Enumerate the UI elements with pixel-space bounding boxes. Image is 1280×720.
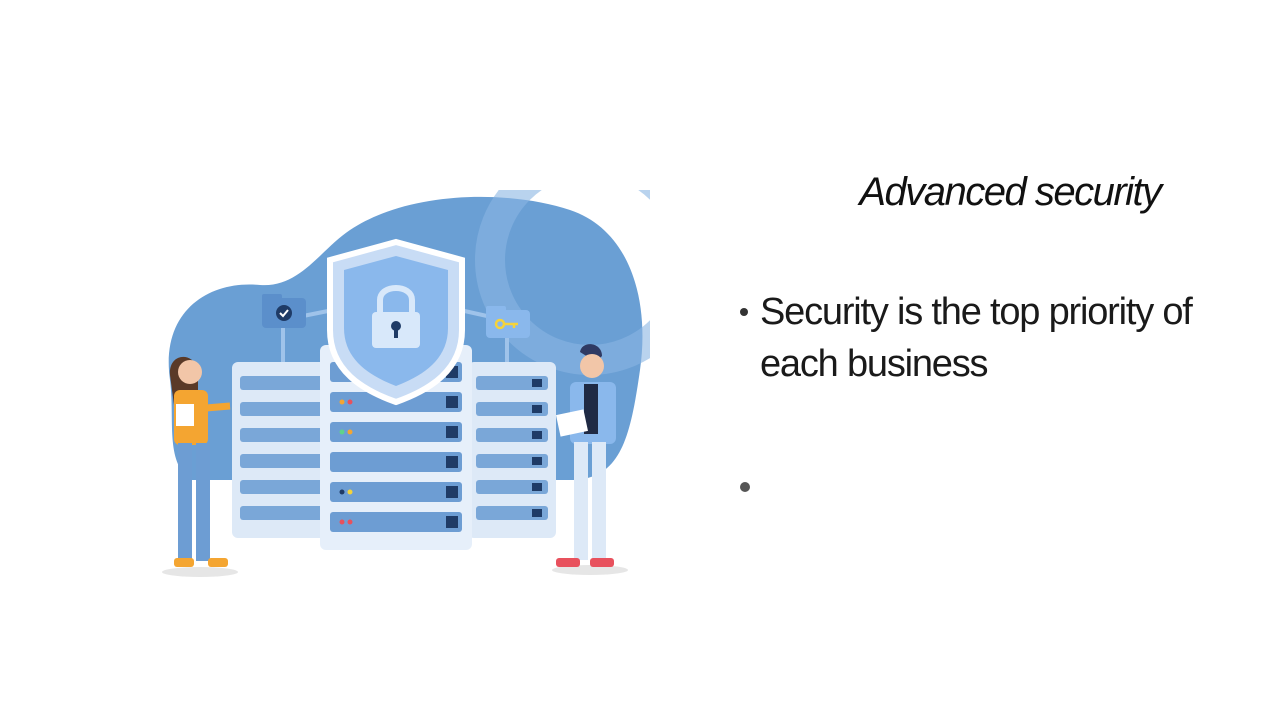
bullet-dot-icon [740,308,748,316]
bullet-item-empty [738,460,1258,512]
person-man [552,344,628,575]
bullet-text: Security is the top priority of each bus… [760,291,1193,385]
folder-key-icon [486,306,530,338]
bullet-item: Security is the top priority of each bus… [738,286,1258,390]
bullet-dot-icon [740,482,750,492]
security-illustration [162,190,650,577]
folder-check-icon [262,294,306,328]
server-rack-right [468,362,556,538]
person-woman [162,356,238,577]
bullet-list: Security is the top priority of each bus… [738,286,1258,512]
slide-title: Advanced security [859,170,1162,214]
server-rack-left [232,362,332,538]
shield-lock-icon [327,238,465,406]
